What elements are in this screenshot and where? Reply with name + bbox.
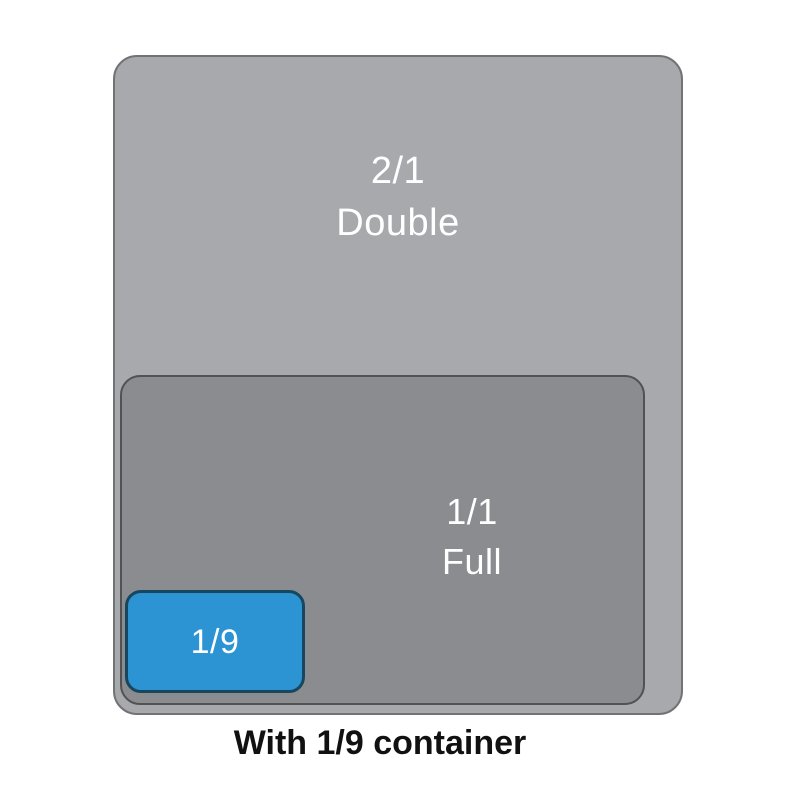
- pan-double-name-text: Double: [336, 202, 460, 244]
- pan-full-size-text: 1/1: [446, 491, 498, 532]
- pan-ninth-size-text: 1/9: [190, 622, 240, 661]
- pan-ninth-label: 1/9: [128, 625, 302, 659]
- pan-double-size-text: 2/1: [370, 150, 426, 192]
- pan-double-label: 2/1 Double: [115, 145, 681, 249]
- pan-full-name-text: Full: [441, 541, 502, 582]
- pan-full-label: 1/1 Full: [332, 487, 612, 587]
- diagram-caption: With 1/9 container: [233, 724, 527, 762]
- pan-ninth-1-9: 1/9: [125, 590, 305, 693]
